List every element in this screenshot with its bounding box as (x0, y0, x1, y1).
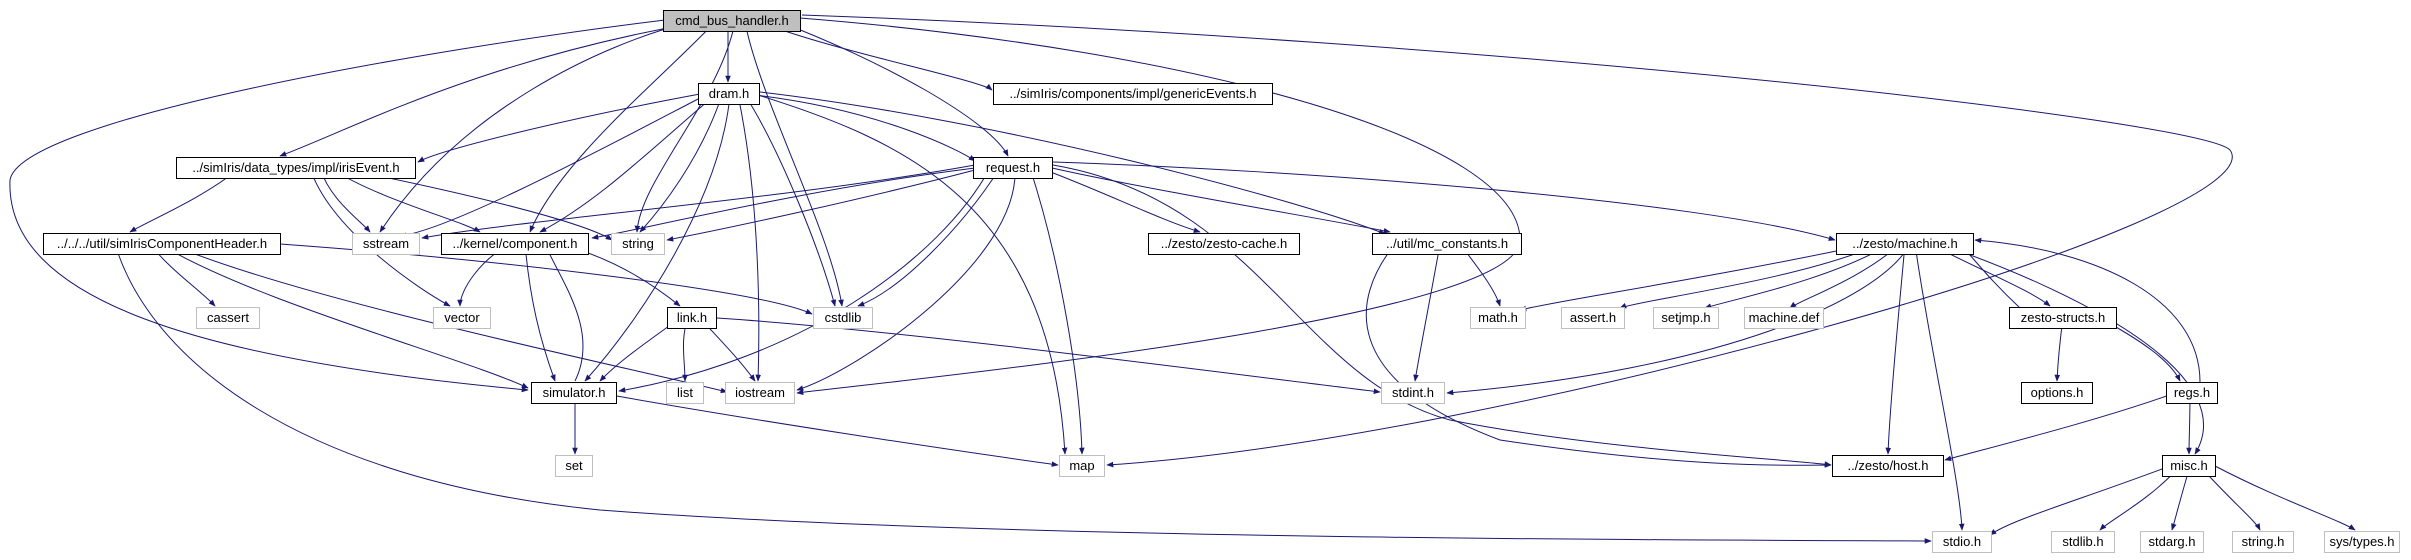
dependency-edge (754, 94, 976, 162)
node-cassert: cassert (196, 307, 260, 329)
dependency-edge (1039, 167, 1201, 233)
node-sim-iris-component-header[interactable]: ../../../util/simIrisComponentHeader.h (43, 233, 281, 255)
node-set: set (555, 455, 593, 477)
dependency-edge (2214, 465, 2356, 531)
dependency-edge (1914, 243, 1965, 531)
dependency-edge (1446, 243, 1911, 396)
dependency-edge (417, 93, 701, 163)
node-vector: vector (433, 307, 491, 329)
node-machine-def: machine.def (1744, 307, 1824, 329)
dependency-edge (529, 21, 716, 233)
node-zesto-cache[interactable]: ../zesto/zesto-cache.h (1148, 233, 1300, 255)
dependency-edge (591, 167, 976, 240)
dependency-edge (779, 21, 1009, 157)
node-stdlib: stdlib.h (2051, 531, 2115, 553)
node-generic-events[interactable]: ../simIris/components/impl/genericEvents… (993, 83, 1273, 105)
dependency-edge (159, 243, 529, 389)
dependency-edge (1989, 465, 2171, 536)
dependency-edge (1413, 243, 1441, 382)
node-iostream: iostream (725, 382, 795, 404)
node-misc[interactable]: misc.h (2162, 455, 2216, 477)
dependency-edge (379, 21, 691, 233)
dependency-edge (1944, 392, 2176, 462)
dependency-edge (744, 21, 844, 307)
node-component[interactable]: ../kernel/component.h (441, 233, 589, 255)
dependency-edge (759, 91, 1386, 235)
dependency-edge (1365, 243, 1832, 468)
dependency-edge (1789, 243, 1901, 309)
dependency-edge (801, 14, 2233, 468)
dependency-edge (639, 94, 723, 233)
dependency-edge (1885, 243, 1906, 455)
dependency-edge (1619, 243, 1881, 309)
dependency-edge (1052, 161, 1836, 241)
node-stdint: stdint.h (1381, 382, 1445, 404)
dependency-edge (634, 21, 736, 233)
dependency-edge (114, 243, 1932, 544)
node-dram[interactable]: dram.h (698, 83, 760, 105)
dependency-edge (1519, 243, 1871, 312)
node-iris-event[interactable]: ../simIris/data_types/impl/irisEvent.h (176, 157, 416, 179)
dependency-edge (796, 167, 1016, 391)
dependency-edge (857, 167, 1001, 307)
dependency-edge (757, 94, 1068, 455)
dependency-edge (169, 243, 728, 394)
node-list: list (666, 382, 704, 404)
dependency-edge (618, 167, 991, 393)
dependency-edge (421, 164, 976, 240)
dependency-edge (399, 97, 701, 239)
node-zesto-machine[interactable]: ../zesto/machine.h (1836, 233, 1974, 255)
dependency-edge (1974, 237, 2201, 383)
dependency-edge (544, 243, 584, 382)
node-stdio: stdio.h (1932, 531, 1992, 553)
node-stdarg: stdarg.h (2140, 531, 2204, 553)
node-options[interactable]: options.h (2021, 382, 2093, 404)
node-request[interactable]: request.h (973, 157, 1053, 179)
dependency-edge (584, 94, 731, 382)
dependency-edge (1051, 167, 1391, 234)
node-regs[interactable]: regs.h (2166, 382, 2218, 404)
dependency-edge (1052, 164, 1832, 467)
dependency-edge (716, 317, 1381, 395)
dependency-edge (744, 94, 837, 307)
dependency-edge (1029, 167, 1085, 455)
node-cmd-bus-handler: cmd_bus_handler.h (663, 10, 801, 32)
node-setjmp: setjmp.h (1653, 307, 1719, 329)
node-zesto-structs[interactable]: zesto-structs.h (2009, 307, 2117, 329)
node-map: map (1059, 455, 1105, 477)
dependency-edge (666, 169, 976, 242)
dependency-edge (9, 19, 666, 393)
node-math: math.h (1470, 307, 1526, 329)
dependency-edge (796, 17, 1521, 395)
node-sstream: sstream (352, 233, 420, 255)
node-simulator[interactable]: simulator.h (531, 382, 617, 404)
dependency-edge (1704, 243, 1891, 309)
node-assert: assert.h (1561, 307, 1625, 329)
dependency-edge (759, 21, 993, 91)
dependency-edge (279, 21, 701, 157)
node-zesto-host[interactable]: ../zesto/host.h (1832, 455, 1944, 477)
node-sys-types: sys/types.h (2324, 531, 2400, 553)
dependency-edges (9, 14, 2356, 544)
dependency-edge (737, 94, 762, 382)
node-string-h: string.h (2232, 531, 2294, 553)
dependency-edge (599, 392, 1059, 467)
dependency-edge (1939, 243, 2204, 455)
node-string: string (611, 233, 665, 255)
node-cstdlib: cstdlib (813, 307, 873, 329)
dependency-edge (524, 243, 556, 382)
node-mc-constants[interactable]: ../util/mc_constants.h (1372, 233, 1522, 255)
node-link[interactable]: link.h (667, 307, 717, 329)
